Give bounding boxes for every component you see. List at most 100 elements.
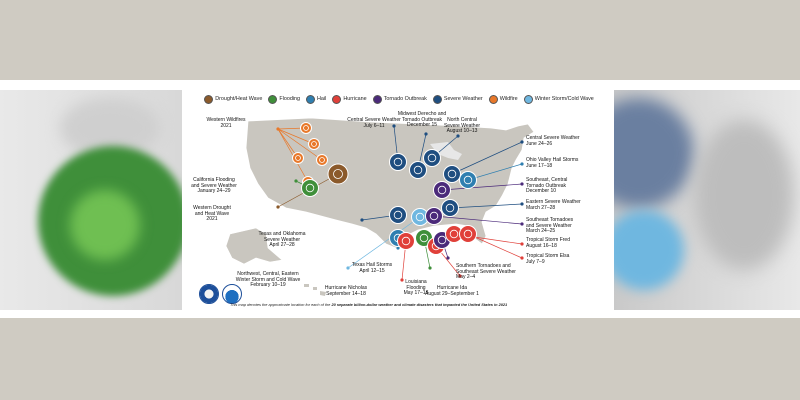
legend-label: Severe Weather [443,96,483,102]
leader-dot [446,256,450,260]
leader-dot [346,266,350,270]
icon-glyph [445,203,455,213]
leader-line [441,183,523,191]
us-disaster-map [225,117,535,296]
event-label-line: and Severe Weather [526,222,572,229]
great-lakes [430,142,462,160]
legend-swatch-icon [488,94,498,104]
leader-dot [392,124,396,128]
severe-weather-icon[interactable] [441,199,459,217]
leader-dot [520,182,524,186]
event-label-line: Tornado Outbreak [526,182,567,189]
leader-dot [294,179,298,183]
leader-line [277,128,323,161]
event-label-line: June 17–18 [526,162,553,169]
event-label-line: March 24–25 [526,228,556,235]
legend-item: Drought/Heat Wave [204,94,262,104]
event-label-line: Louisiana [405,279,427,285]
wildfire-icon[interactable] [300,122,312,134]
wildfire-icon[interactable] [292,152,304,164]
event-label-line: Hurricane Nicholas [324,285,368,291]
leader-dot [520,222,524,226]
event-label-line: Eastern Severe Weather [526,199,581,205]
leader-line [277,128,315,145]
tornado-outbreak-icon[interactable] [425,207,443,225]
event-label-line: Western Wildfires [206,117,246,123]
event-label-line: and Severe Weather [191,182,237,189]
event-label-line: 2021 [206,216,218,223]
event-label-line: North Central [447,117,477,123]
event-label-line: Tropical Storm Elsa [526,253,570,259]
event-label-line: March 27–28 [526,204,556,211]
event-label-line: July 6–11 [363,122,385,129]
leader-dot [396,246,400,250]
event-label-line: August 16–18 [526,242,557,249]
icon-glyph [437,235,447,245]
bottom-background-band [0,318,800,400]
legend-label: Wildfire [499,96,518,102]
wildfire-icon[interactable] [316,154,328,166]
legend-item: Tornado Outbreak [372,94,427,104]
severe-weather-icon[interactable] [389,206,407,224]
leader-dot [400,278,404,282]
icon-glyph [419,233,429,243]
event-label-line: Hurricane Ida [436,285,467,291]
blurred-left-background [0,90,182,310]
blurred-right-background [614,90,800,310]
legend-item: Wildfire [488,94,518,104]
event-label-line: February 10–19 [250,282,286,289]
hurricane-icon[interactable] [397,232,415,250]
alaska-shape [225,227,283,265]
leader-line [449,203,523,209]
event-label-line: Midwest Derecho and [397,111,447,117]
leader-line [451,141,523,175]
event-label-line: July 7–9 [526,258,545,265]
event-label-line: May 17–18 [403,290,429,297]
caption-emphasis: 20 separate billion-dollar weather and c… [331,302,508,307]
leader-dot [424,132,428,136]
hurricane-icon[interactable] [459,225,477,243]
icon-glyph [447,169,457,179]
event-label-line: June 24–26 [526,140,553,147]
leader-dot [520,202,524,206]
leader-dot [360,218,364,222]
event-label-line: December 15 [406,122,438,129]
icon-glyph [303,125,309,131]
icon-glyph [427,153,437,163]
icon-glyph [463,175,473,185]
event-label-line: Southeast Tornadoes [526,217,574,223]
hail-icon[interactable] [459,171,477,189]
icon-glyph [415,212,425,222]
legend-swatch-icon [306,94,316,104]
event-label-line: Western Drought [193,205,231,211]
event-label-line: Winter Storm and Cold Wave [235,276,301,283]
icon-glyph [295,155,301,161]
event-label-line: December 10 [526,188,557,195]
severe-weather-icon[interactable] [423,149,441,167]
drought-heat-wave-icon[interactable] [327,163,349,185]
severe-weather-icon[interactable] [443,165,461,183]
leader-dot [428,266,432,270]
legend-swatch-icon [268,94,278,104]
severe-weather-icon[interactable] [409,161,427,179]
wildfire-icon[interactable] [308,138,320,150]
leader-dot [520,256,524,260]
event-label-line: Central Severe Weather [526,135,580,141]
icon-glyph [401,236,411,246]
flooding-icon[interactable] [301,179,319,197]
event-label-line: January 24–29 [197,188,231,195]
event-label-line: Severe Weather [443,122,481,129]
event-label-line: May 2–4 [456,274,476,281]
event-label-line: Ohio Valley Hail Storms [526,157,579,163]
severe-weather-icon[interactable] [389,153,407,171]
tornado-outbreak-icon[interactable] [433,181,451,199]
